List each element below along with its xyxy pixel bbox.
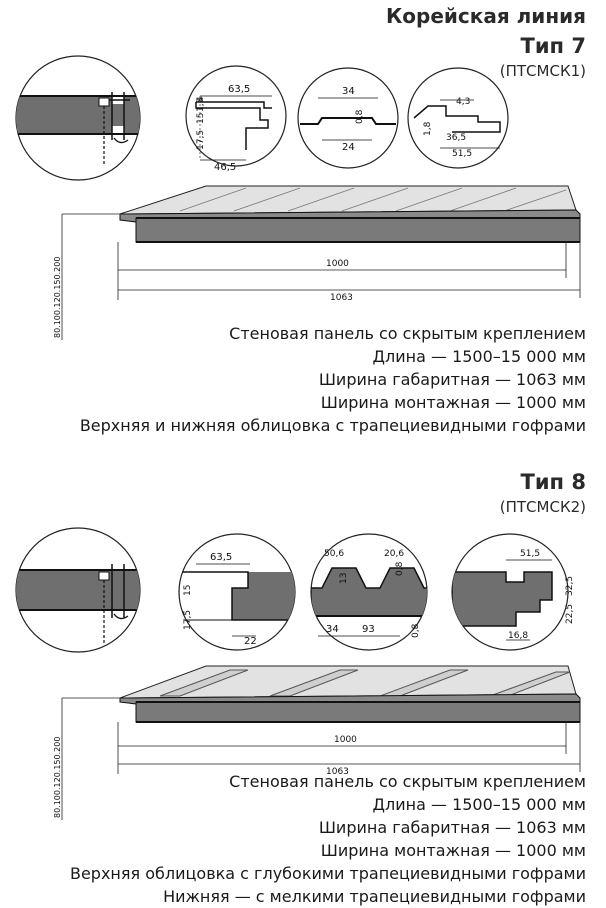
dim-24: 24 bbox=[342, 142, 355, 153]
desc-line: Стеновая панель со скрытым креплением bbox=[229, 772, 586, 791]
type8-thickness: 80.100.120.150.200 bbox=[53, 737, 62, 818]
desc-line: Длина — 1500–15 000 мм bbox=[372, 795, 587, 814]
type8-drawing: 63,5 15 17,5 22 50,6 20,6 13 0,8 34 93 0… bbox=[15, 527, 581, 820]
dim-46-5: 46,5 bbox=[214, 162, 236, 173]
dim-15: 15 bbox=[196, 113, 206, 124]
dim-34: 34 bbox=[342, 86, 355, 97]
dim-1-8: 1,8 bbox=[423, 121, 433, 136]
dim-51-5: 51,5 bbox=[520, 549, 540, 559]
type8-description: Стеновая панель со скрытым креплением Дл… bbox=[70, 770, 586, 908]
dim-34: 34 bbox=[326, 624, 339, 635]
desc-line: Нижняя — с мелкими трапециевидными гофра… bbox=[163, 887, 586, 906]
dim-0-8-top: 0,8 bbox=[395, 561, 405, 576]
type7-description: Стеновая панель со скрытым креплением Дл… bbox=[80, 322, 586, 437]
desc-line: Ширина монтажная — 1000 мм bbox=[320, 393, 586, 412]
type7-code: (ПТСМСК1) bbox=[499, 62, 586, 80]
type7-joint-detail bbox=[15, 55, 141, 181]
type8-profile-top-detail: 63,5 15 17,5 22 bbox=[178, 533, 296, 651]
type8-title: Тип 8 bbox=[520, 470, 586, 494]
dim-15: 15 bbox=[183, 585, 193, 596]
dim-4: 4 bbox=[196, 96, 206, 102]
desc-line: Верхняя и нижняя облицовка с трапециевид… bbox=[79, 416, 586, 435]
type7-rib-detail: 34 24 0,8 bbox=[297, 67, 399, 169]
line-title: Корейская линия bbox=[385, 4, 586, 28]
dim-17-5: 17,5 bbox=[183, 610, 193, 630]
type7-width-total: 1063 bbox=[330, 293, 353, 303]
dim-20-6: 20,6 bbox=[384, 549, 404, 559]
desc-line: Ширина габаритная — 1063 мм bbox=[318, 818, 586, 837]
type8-joint-detail bbox=[15, 527, 141, 653]
desc-line: Верхняя облицовка с глубокими трапециеви… bbox=[69, 864, 586, 883]
dim-4-3: 4,3 bbox=[456, 97, 470, 107]
dim-93: 93 bbox=[362, 624, 375, 635]
desc-line: Ширина монтажная — 1000 мм bbox=[320, 841, 586, 860]
type7-thickness: 80.100.120.150.200 bbox=[53, 257, 62, 338]
type7-drawing: 63,5 46,5 17,5 15 1,5 4 34 24 0,8 4,3 36… bbox=[15, 55, 581, 340]
section-type7: Корейская линия Тип 7 (ПТСМСК1) bbox=[0, 0, 606, 440]
section-type8: Тип 8 (ПТСМСК2) bbox=[0, 440, 606, 906]
type7-profile-top-detail: 63,5 46,5 17,5 15 1,5 4 bbox=[185, 65, 287, 173]
dim-0-8: 0,8 bbox=[355, 109, 365, 124]
dim-22: 22 bbox=[244, 636, 257, 647]
dim-51-5: 51,5 bbox=[452, 149, 472, 159]
type8-rib-detail: 50,6 20,6 13 0,8 34 93 0,8 bbox=[310, 533, 428, 651]
dim-63-5: 63,5 bbox=[228, 84, 250, 95]
type7-title: Тип 7 bbox=[520, 34, 586, 58]
type7-profile-bottom-detail: 4,3 36,5 51,5 1,8 bbox=[407, 67, 509, 169]
type8-code: (ПТСМСК2) bbox=[499, 498, 586, 516]
dim-0-8-bottom: 0,8 bbox=[411, 623, 421, 638]
desc-line: Ширина габаритная — 1063 мм bbox=[318, 370, 586, 389]
dim-13: 13 bbox=[339, 573, 349, 584]
dim-36-5: 36,5 bbox=[446, 133, 466, 143]
desc-line: Длина — 1500–15 000 мм bbox=[372, 347, 587, 366]
dim-32-5: 32,5 bbox=[565, 576, 575, 596]
type8-width-mount: 1000 bbox=[334, 735, 357, 745]
desc-line: Стеновая панель со скрытым креплением bbox=[229, 324, 586, 343]
type8-profile-bottom-detail: 51,5 32,5 22,5 16,8 bbox=[451, 533, 575, 651]
dim-17-5: 17,5 bbox=[196, 130, 206, 150]
type7-panel-view: 1000 1063 80.100.120.150.200 bbox=[53, 185, 581, 340]
dim-16-8: 16,8 bbox=[508, 631, 528, 641]
type8-panel-view: 1000 1063 80.100.120.150.200 bbox=[53, 665, 581, 820]
dim-63-5: 63,5 bbox=[210, 552, 232, 563]
dim-1-5: 1,5 bbox=[196, 98, 206, 112]
type7-width-mount: 1000 bbox=[326, 259, 349, 269]
type8-width-total: 1063 bbox=[326, 767, 349, 777]
dim-50-6: 50,6 bbox=[324, 549, 344, 559]
dim-22-5: 22,5 bbox=[565, 604, 575, 624]
